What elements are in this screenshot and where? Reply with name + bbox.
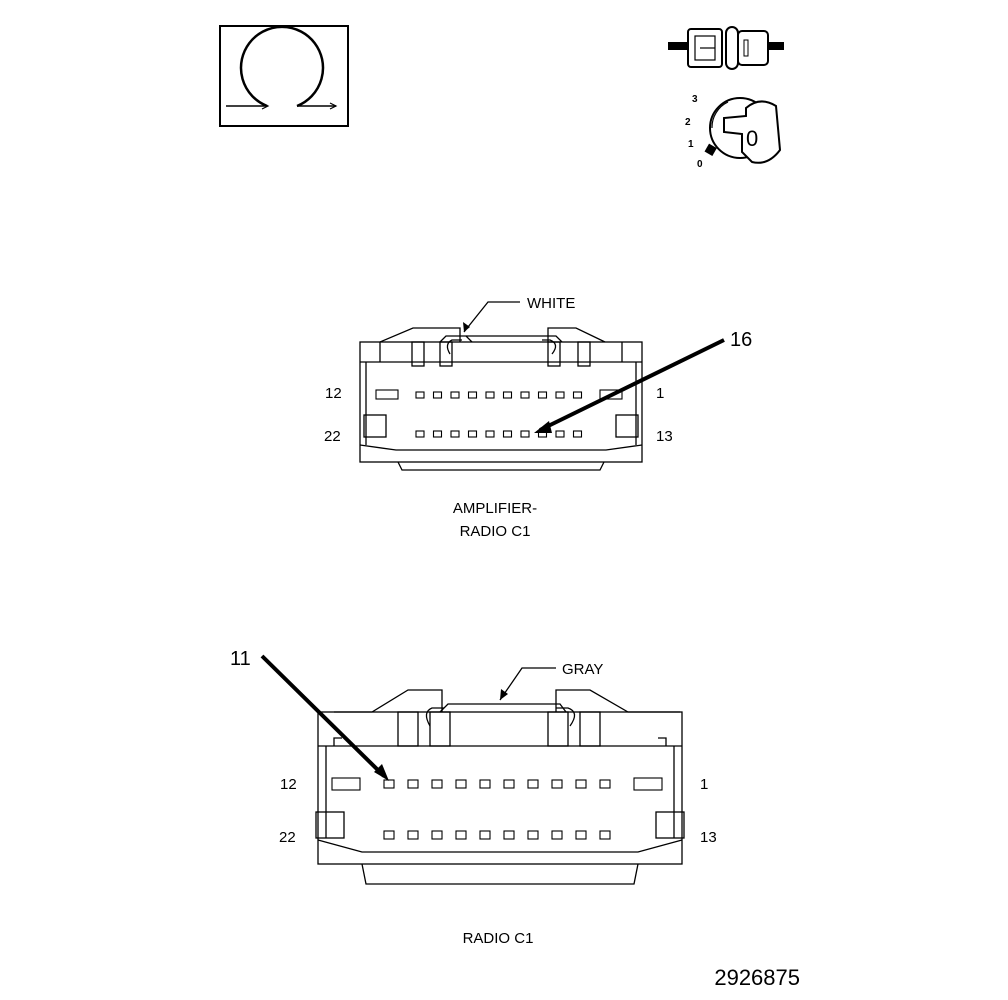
- c2-pin-1-label: 1: [700, 776, 708, 793]
- c2-bottom-cavity-6: [503, 830, 515, 840]
- c1-bottom-cavity-7: [520, 430, 530, 438]
- radio-c1-connector: [315, 689, 685, 885]
- c2-top-cavity-9: [575, 779, 587, 789]
- c2-top-cavity-7: [527, 779, 539, 789]
- c1-pin-22-label: 22: [324, 428, 341, 445]
- c1-name-line2: RADIO C1: [460, 523, 531, 540]
- key-position-3: 3: [692, 94, 698, 105]
- c2-top-cavity-6: [503, 779, 515, 789]
- c1-pin-13-label: 13: [656, 428, 673, 445]
- c2-top-right-slot: [633, 777, 663, 791]
- key-digit: 0: [746, 126, 758, 151]
- figure-number: 2926875: [714, 965, 800, 990]
- c2-pin-22-label: 22: [279, 829, 296, 846]
- c1-top-cavity-9: [555, 391, 565, 399]
- c1-top-cavity-1: [415, 391, 425, 399]
- c1-bottom-cavity-4: [467, 430, 478, 438]
- c1-top-cavity-3: [450, 391, 460, 399]
- c1-bottom-cavity-6: [502, 430, 513, 438]
- gray-callout-leader: [499, 667, 556, 701]
- c2-name: RADIO C1: [463, 930, 534, 947]
- c2-bottom-cavity-10: [599, 830, 611, 840]
- white-color-label: WHITE: [527, 295, 575, 312]
- c2-bottom-cavity-3: [431, 830, 443, 840]
- gray-color-label: GRAY: [562, 661, 603, 678]
- key-position-0: 0: [697, 159, 703, 170]
- c1-top-cavity-8: [537, 391, 548, 399]
- c1-top-cavity-5: [485, 391, 495, 399]
- pin-16-callout-arrow: [534, 338, 725, 433]
- c1-top-cavity-6: [502, 391, 513, 399]
- c2-top-cavity-10: [599, 779, 611, 789]
- c2-bottom-cavity-7: [527, 830, 539, 840]
- pin-11-callout-arrow: [260, 654, 389, 781]
- c2-bottom-cavity-4: [455, 830, 467, 840]
- c2-bottom-cavity-1: [383, 830, 395, 840]
- c1-pin-1-label: 1: [656, 385, 664, 402]
- c2-top-cavity-2: [407, 779, 419, 789]
- c2-bottom-cavity-9: [575, 830, 587, 840]
- connector-plug-icon: [668, 26, 784, 70]
- c2-top-cavity-5: [479, 779, 491, 789]
- amplifier-radio-c1-pins: [375, 389, 623, 438]
- c1-top-cavity-2: [432, 391, 443, 399]
- c1-bottom-cavity-1: [415, 430, 425, 438]
- c2-pin-12-label: 12: [280, 776, 297, 793]
- c2-pin-13-label: 13: [700, 829, 717, 846]
- c2-top-cavity-8: [551, 779, 563, 789]
- amplifier-radio-c1-connector: [359, 327, 643, 471]
- ignition-key-icon: [704, 97, 782, 164]
- pin-11-callout-label: 11: [230, 648, 251, 670]
- c1-bottom-cavity-5: [485, 430, 495, 438]
- white-callout-leader: [463, 301, 520, 333]
- c1-bottom-cavity-2: [432, 430, 443, 438]
- c2-bottom-cavity-5: [479, 830, 491, 840]
- rotation-symbol-icon: [219, 25, 349, 127]
- c1-top-left-slot: [375, 389, 399, 400]
- c1-bottom-cavity-9: [555, 430, 565, 438]
- c1-name-line1: AMPLIFIER-: [453, 500, 537, 517]
- key-position-2: 2: [685, 117, 691, 128]
- c1-bottom-cavity-3: [450, 430, 460, 438]
- c2-top-cavity-4: [455, 779, 467, 789]
- key-position-1: 1: [688, 139, 694, 150]
- c1-top-cavity-4: [467, 391, 478, 399]
- c1-pin-12-label: 12: [325, 385, 342, 402]
- c2-top-cavity-1: [383, 779, 395, 789]
- c2-top-cavity-3: [431, 779, 443, 789]
- pin-16-callout-label: 16: [730, 329, 752, 351]
- radio-c1-pins: [331, 777, 663, 840]
- c2-top-left-slot: [331, 777, 361, 791]
- c1-top-cavity-10: [572, 391, 583, 399]
- c1-top-cavity-7: [520, 391, 530, 399]
- c2-bottom-cavity-2: [407, 830, 419, 840]
- c2-bottom-cavity-8: [551, 830, 563, 840]
- c1-bottom-cavity-10: [572, 430, 583, 438]
